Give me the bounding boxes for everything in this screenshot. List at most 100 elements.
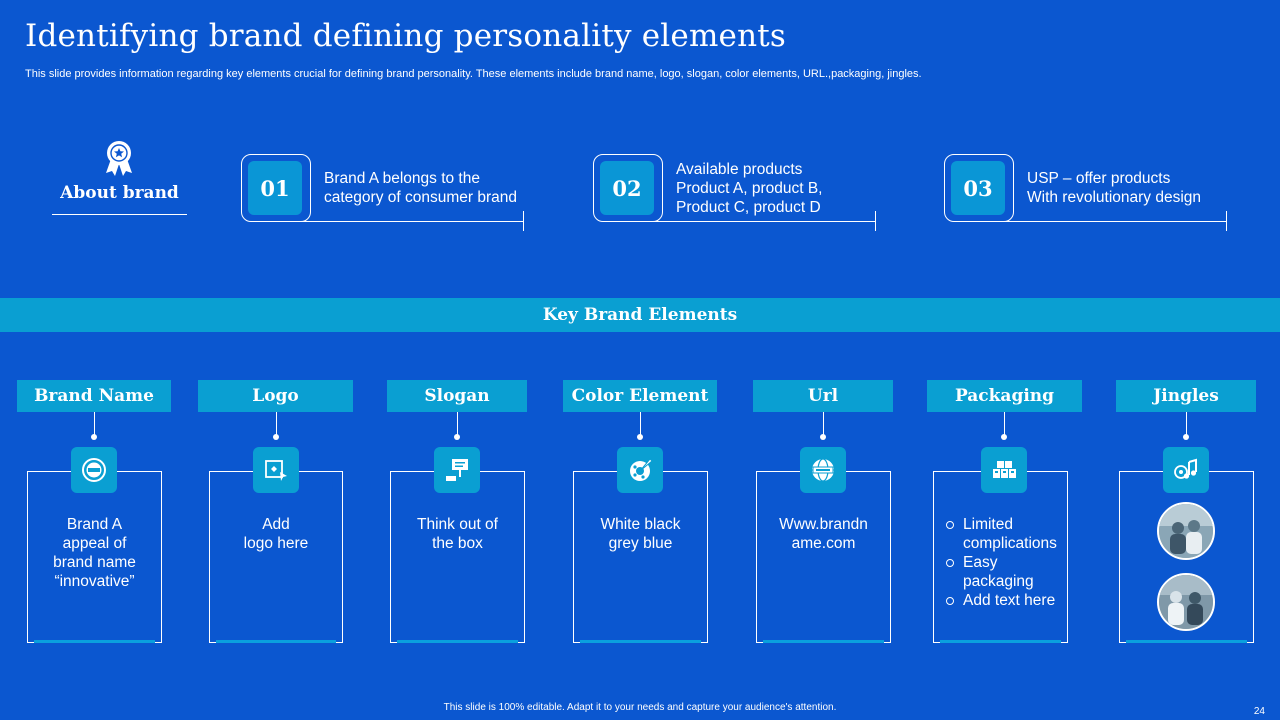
info-card-line: USP – offer products: [1027, 170, 1171, 187]
element-text-line: appeal of: [62, 535, 127, 552]
globe-www-icon: [800, 447, 846, 493]
connector-dot: [1001, 434, 1007, 440]
signboard-icon: [434, 447, 480, 493]
element-text: Brand A appeal of brand name “innovative…: [27, 515, 162, 591]
info-card-end-tick: [523, 211, 524, 231]
element-title: Brand Name: [17, 380, 171, 412]
info-card-text: USP – offer products With revolutionary …: [1027, 154, 1237, 222]
page-number: 24: [1253, 706, 1265, 717]
footer-note: This slide is 100% editable. Adapt it to…: [443, 702, 837, 713]
info-card-end-tick: [875, 211, 876, 231]
info-card-line: With revolutionary design: [1027, 189, 1202, 206]
list-item: Easy packaging: [945, 553, 1070, 591]
info-card-underline: [301, 221, 523, 222]
connector-dot: [91, 434, 97, 440]
card-accent-bar: [580, 640, 701, 643]
card-accent-bar: [34, 640, 155, 643]
info-card-line: Available products: [676, 160, 803, 178]
element-text-line: Brand A: [66, 516, 123, 533]
element-card: [573, 471, 708, 643]
element-text-line: Www.brandn: [779, 516, 868, 533]
about-brand-label: About brand: [60, 183, 179, 203]
connector-dot: [454, 434, 460, 440]
info-card-underline: [653, 221, 875, 222]
element-title: Logo: [198, 380, 353, 412]
bullet-text-line: Limited: [963, 516, 1013, 533]
connector-line: [823, 412, 824, 436]
info-card-2: 02 Available products Product A, product…: [593, 154, 877, 231]
bullet-text-line: Add text here: [963, 592, 1056, 609]
connector-line: [1004, 412, 1005, 436]
info-card-frame: [944, 154, 1014, 222]
info-card-number: 03: [951, 161, 1005, 215]
connector-dot: [1183, 434, 1189, 440]
bullet-text-line: Easy: [963, 554, 998, 571]
element-title: Slogan: [387, 380, 527, 412]
boxes-icon: [981, 447, 1027, 493]
connector-line: [276, 412, 277, 436]
info-card-number: 01: [248, 161, 302, 215]
connector-line: [457, 412, 458, 436]
people-photo: [1157, 573, 1215, 631]
info-card-line: Product C, product D: [676, 198, 821, 216]
key-brand-elements-banner: Key Brand Elements: [0, 298, 1280, 332]
info-card-text: Available products Product A, product B,…: [676, 154, 886, 222]
element-card: [209, 471, 343, 643]
info-card-1: 01 Brand A belongs to the category of co…: [241, 154, 525, 231]
element-text-line: logo here: [243, 535, 309, 552]
info-card-end-tick: [1226, 211, 1227, 231]
info-card-line: category of consumer brand: [324, 189, 517, 206]
connector-line: [1186, 412, 1187, 436]
element-text: Www.brandn ame.com: [756, 515, 891, 553]
element-text-line: Think out of: [417, 516, 498, 533]
card-accent-bar: [216, 640, 336, 643]
element-title: Packaging: [927, 380, 1082, 412]
info-card-underline: [1004, 221, 1226, 222]
element-text-line: brand name: [53, 554, 136, 571]
element-card: [390, 471, 525, 643]
about-brand: About brand: [52, 140, 187, 216]
bullet-text-line: packaging: [963, 573, 1034, 590]
info-card-3: 03 USP – offer products With revolutiona…: [944, 154, 1228, 231]
packaging-bullet-list: Limited complications Easy packaging Add…: [945, 515, 1070, 610]
slide-title: Identifying brand defining personality e…: [25, 18, 787, 54]
element-text: Limited complications Easy packaging Add…: [945, 515, 1070, 610]
info-card-frame: [593, 154, 663, 222]
element-text-line: ame.com: [791, 535, 856, 552]
element-text-line: Add: [262, 516, 290, 533]
logo-design-icon: [253, 447, 299, 493]
list-item: Add text here: [945, 591, 1070, 610]
about-brand-underline: [52, 214, 187, 215]
brand-badge-icon: [71, 447, 117, 493]
card-accent-bar: [763, 640, 884, 643]
list-item: Limited complications: [945, 515, 1070, 553]
color-palette-icon: [617, 447, 663, 493]
info-card-line: Product A, product B,: [676, 179, 823, 197]
element-text-line: the box: [432, 535, 483, 552]
info-card-frame: [241, 154, 311, 222]
award-ribbon-icon: [106, 141, 132, 176]
element-text-line: White black: [600, 516, 681, 533]
connector-dot: [820, 434, 826, 440]
connector-line: [94, 412, 95, 436]
element-title: Url: [753, 380, 893, 412]
element-card: [756, 471, 891, 643]
element-title: Color Element: [563, 380, 717, 412]
element-text: White black grey blue: [573, 515, 708, 553]
element-text: Add logo here: [209, 515, 343, 553]
element-text: Think out of the box: [390, 515, 525, 553]
connector-dot: [637, 434, 643, 440]
slide-subtitle: This slide provides information regardin…: [25, 68, 922, 80]
element-text-line: “innovative”: [54, 573, 135, 590]
info-card-text: Brand A belongs to the category of consu…: [324, 154, 534, 222]
info-card-line: Brand A belongs to the: [324, 170, 480, 187]
music-note-icon: [1163, 447, 1209, 493]
element-text-line: grey blue: [608, 535, 673, 552]
people-photo: [1157, 502, 1215, 560]
connector-dot: [273, 434, 279, 440]
card-accent-bar: [940, 640, 1061, 643]
element-title: Jingles: [1116, 380, 1256, 412]
card-accent-bar: [1126, 640, 1247, 643]
card-accent-bar: [397, 640, 518, 643]
connector-line: [640, 412, 641, 436]
